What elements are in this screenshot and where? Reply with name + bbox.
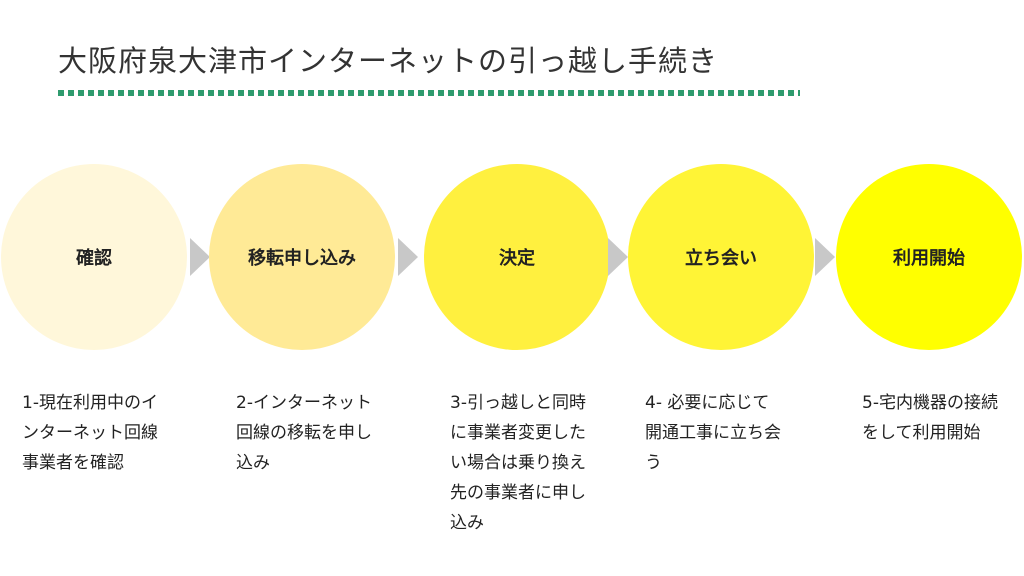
step-circle-2: 移転申し込み bbox=[209, 164, 395, 350]
step-label: 移転申し込み bbox=[248, 248, 356, 269]
step-description-4: 4- 必要に応じて開通工事に立ち会う bbox=[645, 393, 781, 473]
arrow-right-icon bbox=[398, 238, 418, 276]
dotted-divider bbox=[58, 90, 800, 96]
arrow-right-icon bbox=[815, 238, 835, 276]
step-description-1: 1-現在利用中のインターネット回線事業者を確認 bbox=[22, 393, 158, 473]
step-label: 立ち会い bbox=[685, 248, 757, 269]
arrow-right-icon bbox=[190, 238, 210, 276]
step-description-2: 2-インターネット回線の移転を申し込み bbox=[236, 393, 372, 473]
step-label: 利用開始 bbox=[893, 248, 965, 269]
step-label: 確認 bbox=[76, 248, 112, 269]
step-label: 決定 bbox=[499, 248, 535, 269]
arrow-right-icon bbox=[608, 238, 628, 276]
step-circle-3: 決定 bbox=[424, 164, 610, 350]
page-title: 大阪府泉大津市インターネットの引っ越し手続き bbox=[58, 44, 719, 78]
step-description-5: 5-宅内機器の接続をして利用開始 bbox=[862, 393, 998, 443]
step-circle-1: 確認 bbox=[1, 164, 187, 350]
step-circle-5: 利用開始 bbox=[836, 164, 1022, 350]
step-description-3: 3-引っ越しと同時に事業者変更したい場合は乗り換え先の事業者に申し込み bbox=[450, 393, 586, 533]
step-circle-4: 立ち会い bbox=[628, 164, 814, 350]
